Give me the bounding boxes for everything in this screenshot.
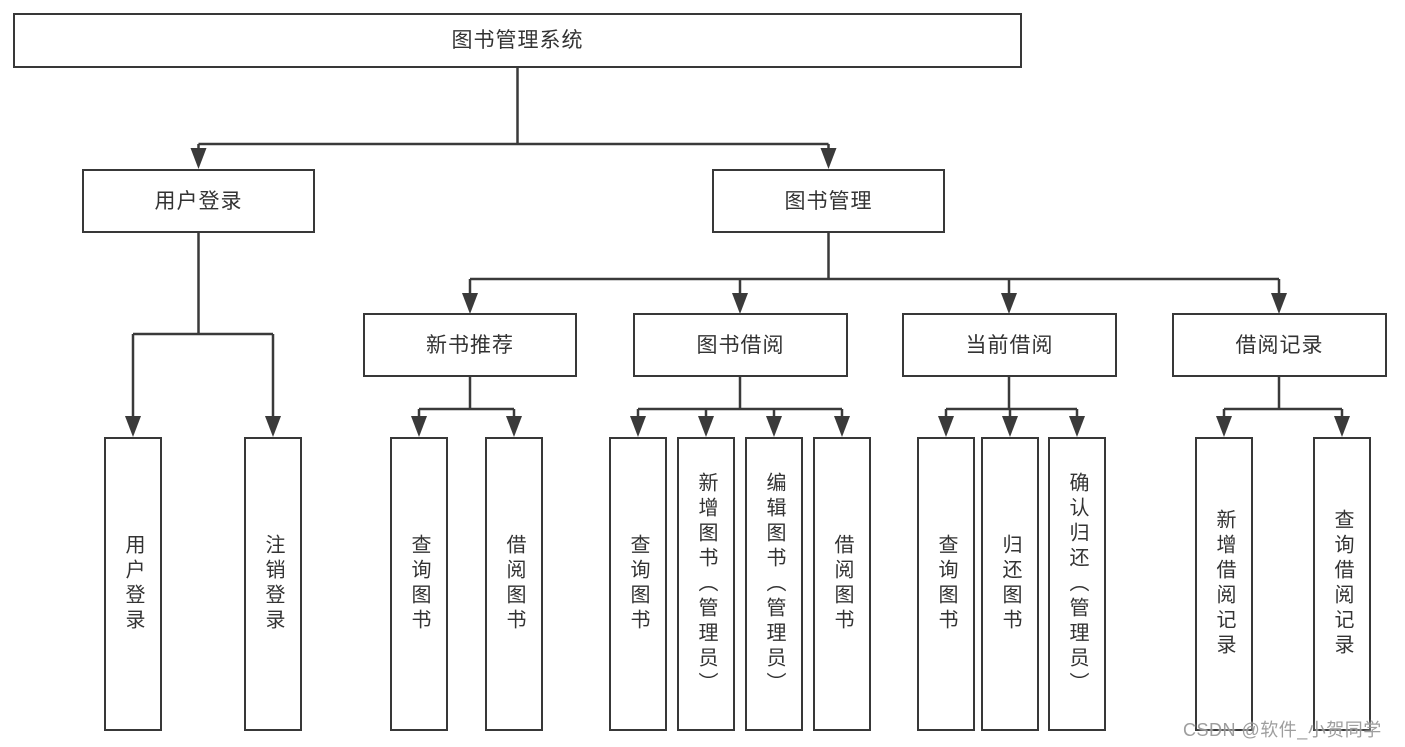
arrowhead: [125, 416, 141, 437]
arrowhead: [506, 416, 522, 437]
arrowhead: [630, 416, 646, 437]
arrowhead: [820, 148, 837, 169]
node-add-borrow-record: 新增借阅记录: [1195, 437, 1253, 731]
arrowhead: [698, 416, 714, 437]
node-system-root: 图书管理系统: [13, 13, 1022, 68]
arrowhead: [1001, 293, 1017, 314]
arrowhead: [766, 416, 782, 437]
node-query-books-borrowing: 查询图书: [609, 437, 667, 731]
node-query-books-current: 查询图书: [917, 437, 975, 731]
node-user-login: 用户登录: [82, 169, 315, 233]
arrowhead: [1002, 416, 1018, 437]
arrowhead: [834, 416, 850, 437]
node-borrow-books-recommend: 借阅图书: [485, 437, 543, 731]
connector-paths: [131, 68, 1344, 417]
node-new-book-recommend: 新书推荐: [363, 313, 577, 377]
node-current-borrowing: 当前借阅: [902, 313, 1117, 377]
node-borrow-books-borrowing: 借阅图书: [813, 437, 871, 731]
node-add-books-admin: 新增图书（管理员）: [677, 437, 735, 731]
node-book-borrowing: 图书借阅: [633, 313, 848, 377]
arrowhead: [1069, 416, 1085, 437]
arrowhead: [1271, 293, 1287, 314]
arrowhead: [265, 416, 281, 437]
arrowhead: [462, 293, 478, 314]
node-confirm-return-admin: 确认归还（管理员）: [1048, 437, 1106, 731]
arrowhead: [732, 293, 748, 314]
arrowheads: [125, 148, 1350, 437]
arrowhead: [190, 148, 207, 169]
node-borrowing-records: 借阅记录: [1172, 313, 1387, 377]
node-book-management: 图书管理: [712, 169, 945, 233]
node-edit-books-admin: 编辑图书（管理员）: [745, 437, 803, 731]
node-user-login-leaf: 用户登录: [104, 437, 162, 731]
arrowhead: [411, 416, 427, 437]
arrowhead: [1216, 416, 1232, 437]
arrowhead: [938, 416, 954, 437]
arrowhead: [1334, 416, 1350, 437]
node-query-books-recommend: 查询图书: [390, 437, 448, 731]
node-query-borrow-record: 查询借阅记录: [1313, 437, 1371, 731]
node-logout-leaf: 注销登录: [244, 437, 302, 731]
node-return-books: 归还图书: [981, 437, 1039, 731]
watermark: CSDN @软件_小贺同学: [1183, 720, 1382, 740]
